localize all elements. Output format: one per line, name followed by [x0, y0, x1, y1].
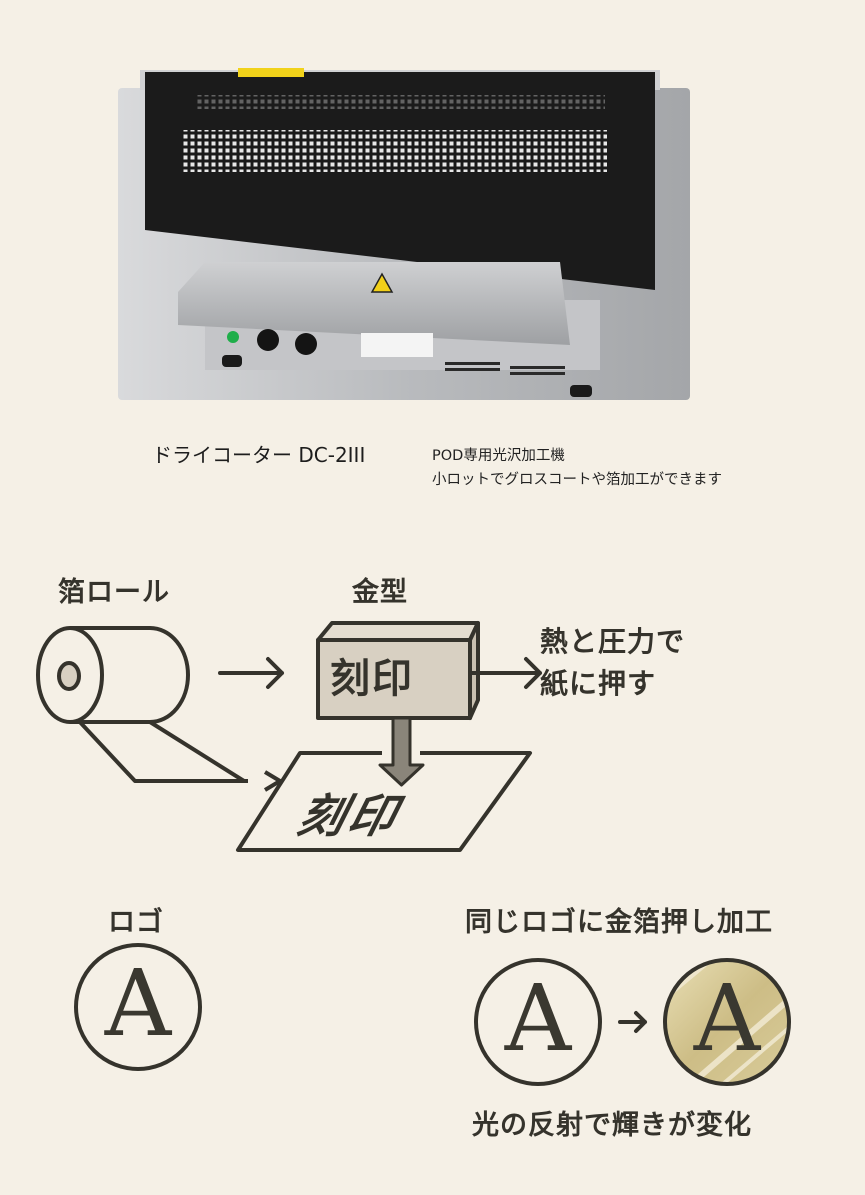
product-name: ドライコーター DC-2III [152, 443, 366, 467]
foil-roll-icon [36, 626, 282, 792]
logo-circle [474, 958, 602, 1086]
result-line-2: 紙に押す [540, 667, 657, 700]
arrow-right-icon [218, 657, 284, 689]
control-knob [295, 333, 317, 355]
logo-label: ロゴ [108, 907, 164, 938]
spec-label-plate [361, 333, 433, 357]
product-description: 小ロットでグロスコートや箔加工ができます [432, 472, 722, 488]
paper-imprint-text: 刻印 [292, 789, 406, 843]
arrow-right-icon [618, 1011, 647, 1033]
logo-letter-gold: A [693, 965, 761, 1072]
warning-sticker [238, 68, 304, 77]
logo-circle [74, 943, 202, 1071]
product-tagline-text: POD専用光沢加工機 [432, 448, 565, 464]
dry-coater-machine-photo [118, 68, 690, 400]
result-line-1: 熱と圧力で [540, 625, 686, 658]
die-label: 金型 [352, 577, 408, 608]
paper-sheet [236, 751, 532, 852]
logo-letter: A [104, 950, 172, 1057]
hazard-icon [370, 272, 394, 293]
foil-logo-label: 同じロゴに金箔押し加工 [465, 907, 773, 938]
die-block [316, 621, 480, 720]
foil-roll-label: 箔ロール [58, 577, 170, 608]
arrow-down-icon [378, 716, 425, 787]
power-lamp-icon [227, 331, 239, 343]
arrow-right-icon [470, 657, 542, 689]
product-tagline: POD専用光沢加工機 小ロットでグロスコートや箔加工ができます [432, 444, 722, 492]
logo-letter-plain: A [504, 965, 572, 1072]
die-engraving-text: 刻印 [330, 656, 414, 702]
control-knob [257, 329, 279, 351]
shine-caption: 光の反射で輝きが変化 [472, 1110, 752, 1141]
